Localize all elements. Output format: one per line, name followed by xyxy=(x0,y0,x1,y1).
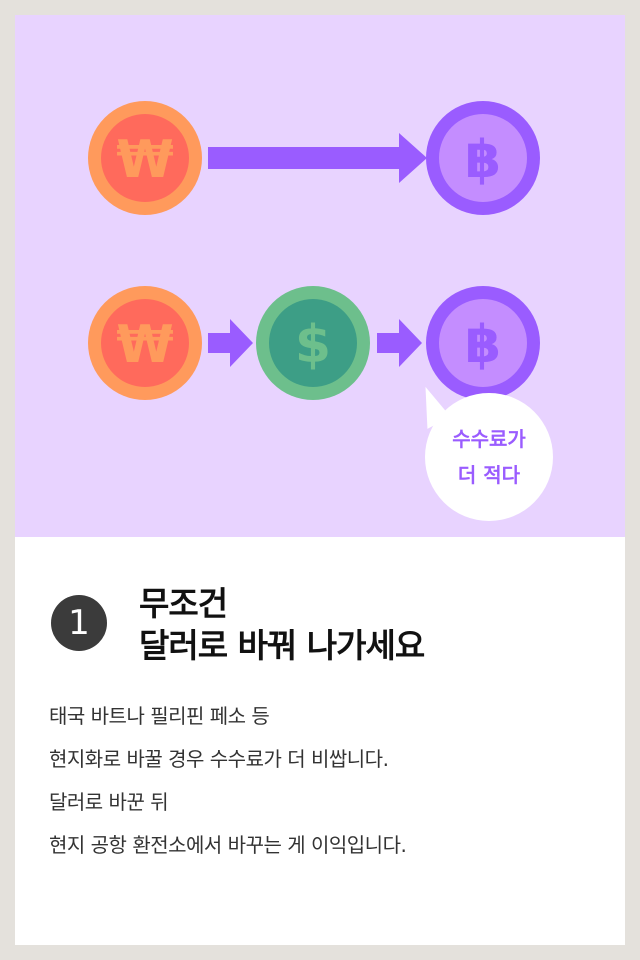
dollar-symbol: $ xyxy=(295,315,331,375)
won-symbol: ₩ xyxy=(116,315,173,375)
baht-symbol: ฿ xyxy=(465,130,501,190)
description-line: 달러로 바꾼 뒤 xyxy=(49,790,169,814)
step-number-badge: 1 xyxy=(51,595,107,651)
won-coin: ₩ xyxy=(88,286,202,400)
title-line-1: 무조건 xyxy=(139,584,228,623)
exchange-diagram: ₩ ฿ ₩ $ xyxy=(88,101,540,400)
description-line: 현지 공항 환전소에서 바꾸는 게 이익입니다. xyxy=(49,833,407,857)
step-title: 무조건 달러로 바꿔 나가세요 xyxy=(139,583,425,667)
title-line-2: 달러로 바꿔 나가세요 xyxy=(139,626,425,665)
baht-symbol: ฿ xyxy=(465,315,501,375)
baht-coin: ฿ xyxy=(426,101,540,215)
description-line: 현지화로 바꿀 경우 수수료가 더 비쌉니다. xyxy=(49,747,389,771)
speech-bubble: 수수료가 더 적다 xyxy=(425,393,553,521)
description: 태국 바트나 필리핀 페소 등 현지화로 바꿀 경우 수수료가 더 비쌉니다. … xyxy=(49,695,609,867)
baht-coin: ฿ xyxy=(426,286,540,400)
short-arrow-icon xyxy=(208,319,253,367)
exchange-illustration: ₩ ฿ ₩ $ xyxy=(15,15,625,537)
won-coin: ₩ xyxy=(88,101,202,215)
dollar-coin: $ xyxy=(256,286,370,400)
short-arrow-icon xyxy=(377,319,422,367)
long-arrow-icon xyxy=(208,133,427,183)
won-symbol: ₩ xyxy=(116,130,173,190)
info-card: ₩ ฿ ₩ $ xyxy=(15,15,625,945)
bubble-line-1: 수수료가 xyxy=(452,427,526,451)
bubble-line-2: 더 적다 xyxy=(457,463,521,487)
description-line: 태국 바트나 필리핀 페소 등 xyxy=(49,704,270,728)
